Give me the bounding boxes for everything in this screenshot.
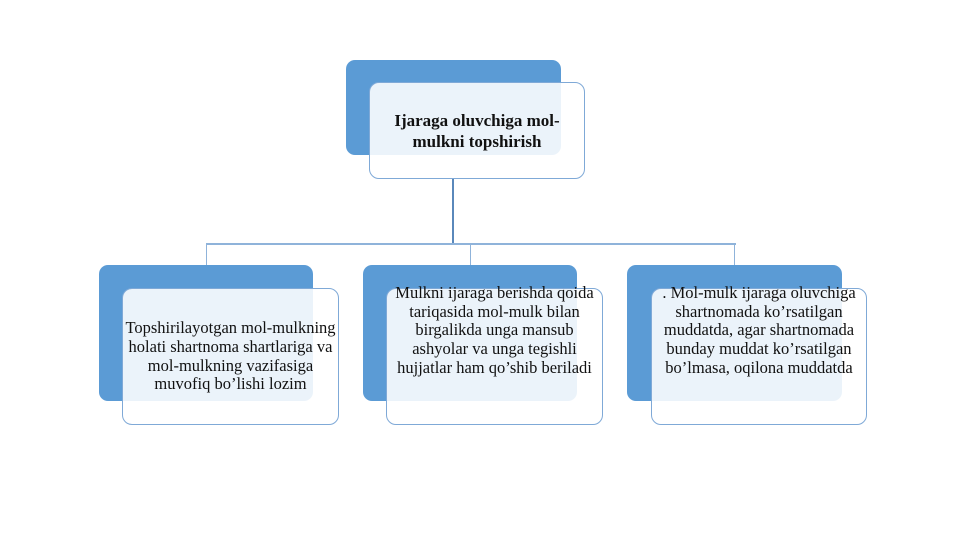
root-node: Ijaraga oluvchiga mol-mulkni topshirish	[369, 82, 585, 179]
child-node-2: Mulkni ijaraga berishda qoida tariqasida…	[386, 283, 603, 425]
child-node-2-label: Mulkni ijaraga berishda qoida tariqasida…	[395, 283, 594, 377]
root-node-label: Ijaraga oluvchiga mol-mulkni topshirish	[394, 110, 560, 151]
connector-drop-left	[206, 244, 207, 266]
child-node-1: Topshirilayotgan mol-mulkning holati sha…	[122, 288, 339, 425]
connector-drop-middle	[470, 244, 471, 266]
child-node-3-label: . Mol-mulk ijaraga oluvchiga shartnomada…	[662, 283, 856, 377]
connector-horizontal-bar	[206, 243, 736, 245]
child-node-1-label: Topshirilayotgan mol-mulkning holati sha…	[125, 318, 336, 394]
root-connector-vertical	[452, 179, 454, 245]
child-node-3: . Mol-mulk ijaraga oluvchiga shartnomada…	[651, 283, 867, 425]
connector-drop-right	[734, 244, 735, 266]
